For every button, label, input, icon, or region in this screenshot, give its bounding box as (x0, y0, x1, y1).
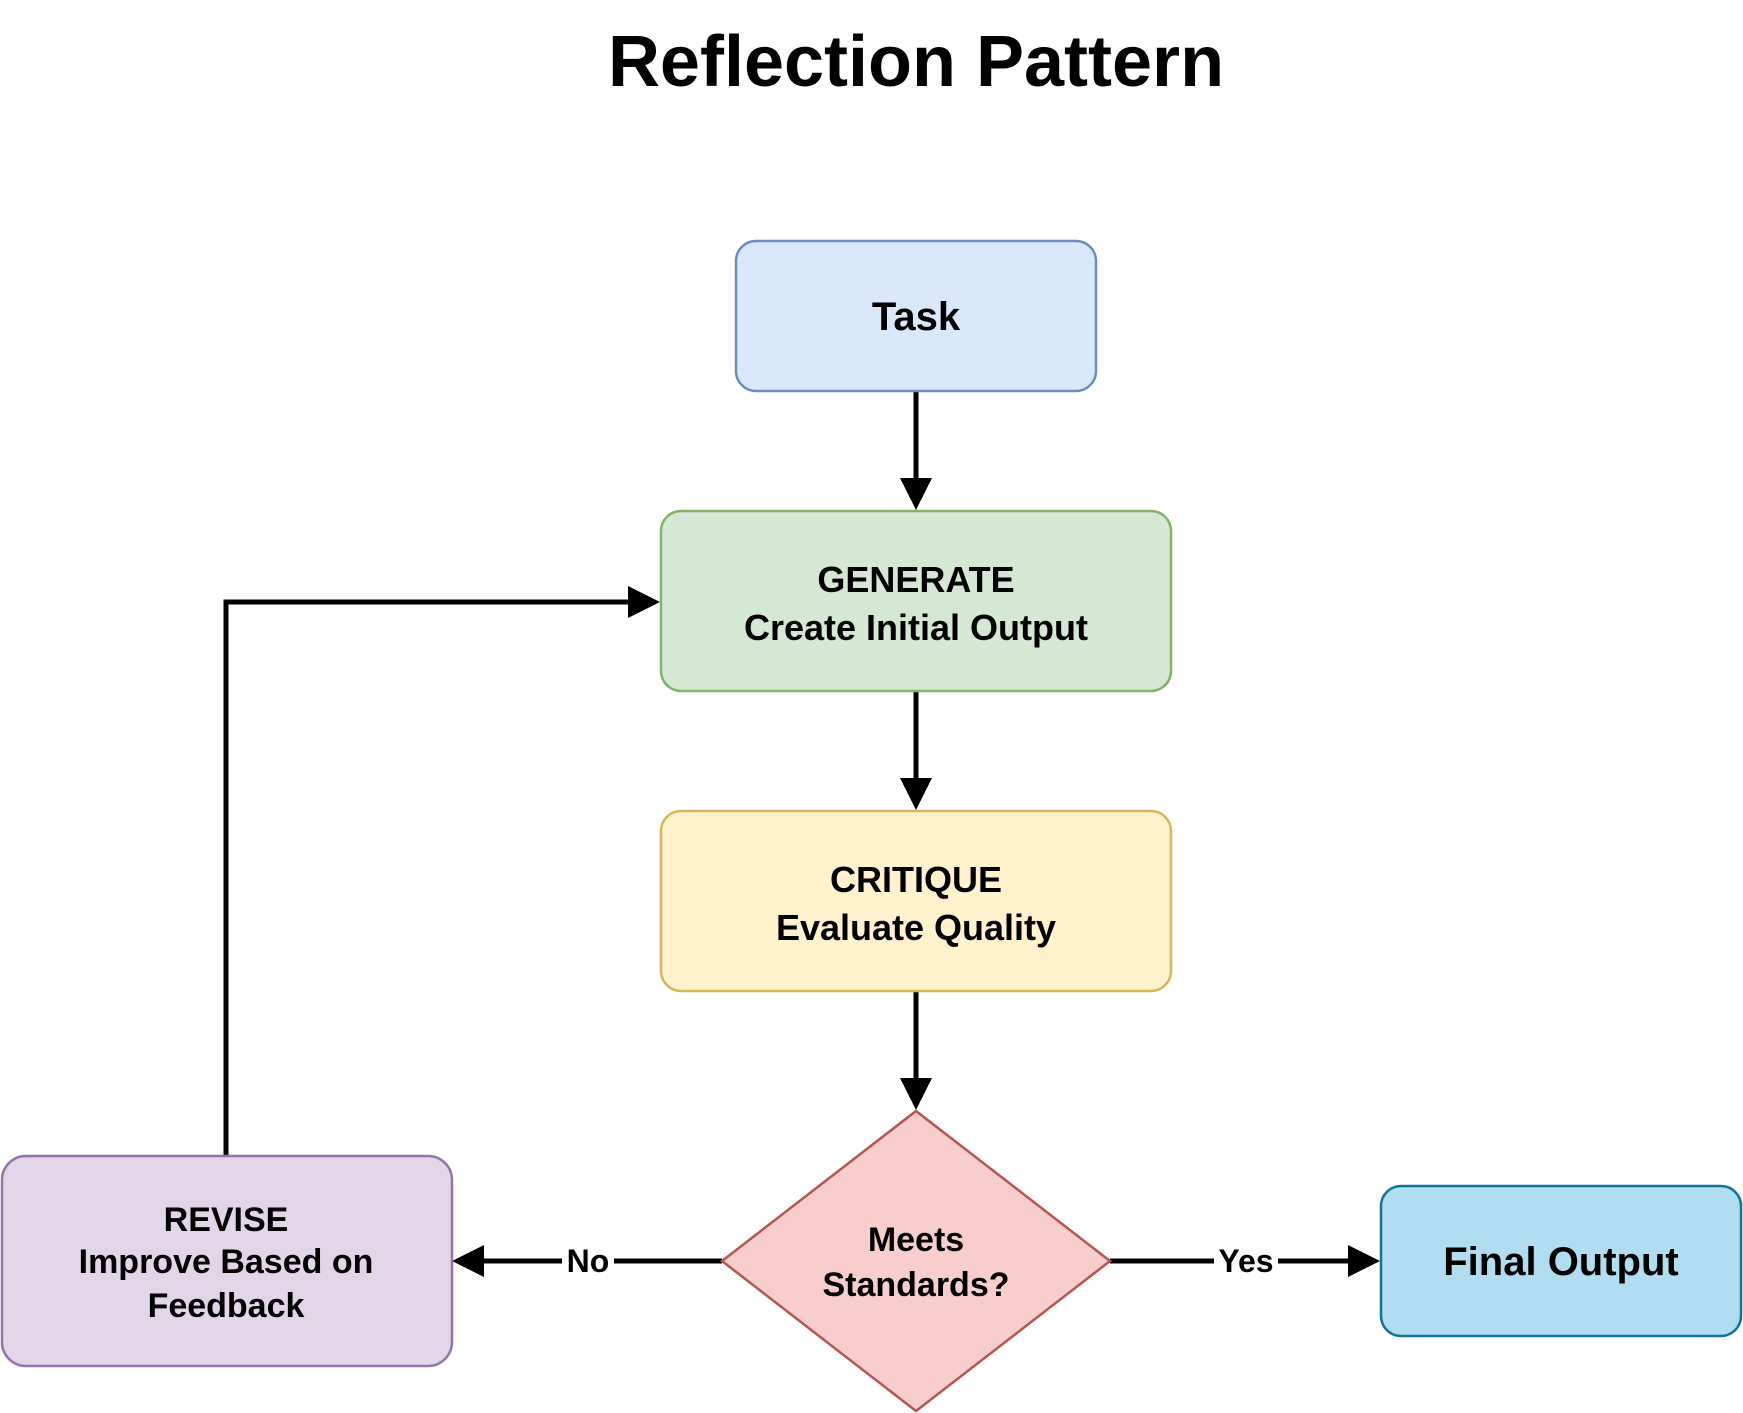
generate-subtitle: Create Initial Output (744, 607, 1088, 648)
arrowhead-decision-to-final (1348, 1245, 1380, 1277)
arrowhead-revise-to-generate (628, 586, 660, 618)
edge-label-yes: Yes (1218, 1243, 1273, 1279)
generate-node: GENERATE Create Initial Output (659, 509, 1173, 693)
diagram-title: Reflection Pattern (608, 22, 1224, 102)
task-label: Task (872, 295, 961, 339)
task-node: Task (734, 239, 1098, 393)
final-output-label: Final Output (1443, 1240, 1679, 1284)
final-output-node: Final Output (1379, 1184, 1743, 1338)
decision-diamond (719, 1109, 1113, 1413)
yes-label-bg (1214, 1243, 1278, 1279)
decision-node: Meets Standards? (719, 1109, 1113, 1413)
revise-line2: Improve Based on (79, 1243, 374, 1281)
generate-title: GENERATE (817, 559, 1014, 600)
decision-line1: Meets (868, 1221, 964, 1259)
revise-line3: Feedback (148, 1287, 305, 1325)
final-output-box (1379, 1184, 1743, 1338)
critique-box (659, 809, 1173, 993)
critique-title: CRITIQUE (830, 859, 1002, 900)
edge-label-no: No (567, 1243, 610, 1279)
arrowhead-task-to-generate (900, 478, 932, 510)
arrowhead-generate-to-critique (900, 778, 932, 810)
generate-box (659, 509, 1173, 693)
arrowhead-decision-to-revise (452, 1245, 484, 1277)
critique-node: CRITIQUE Evaluate Quality (659, 809, 1173, 993)
no-label-bg (562, 1243, 614, 1279)
edge-revise-to-generate (223, 599, 628, 1156)
critique-subtitle: Evaluate Quality (776, 907, 1056, 948)
arrowhead-critique-to-decision (900, 1078, 932, 1110)
revise-title: REVISE (164, 1201, 289, 1239)
task-box (734, 239, 1098, 393)
revise-node: REVISE Improve Based on Feedback (0, 1154, 454, 1368)
decision-line2: Standards? (822, 1266, 1009, 1304)
revise-box (0, 1154, 454, 1368)
